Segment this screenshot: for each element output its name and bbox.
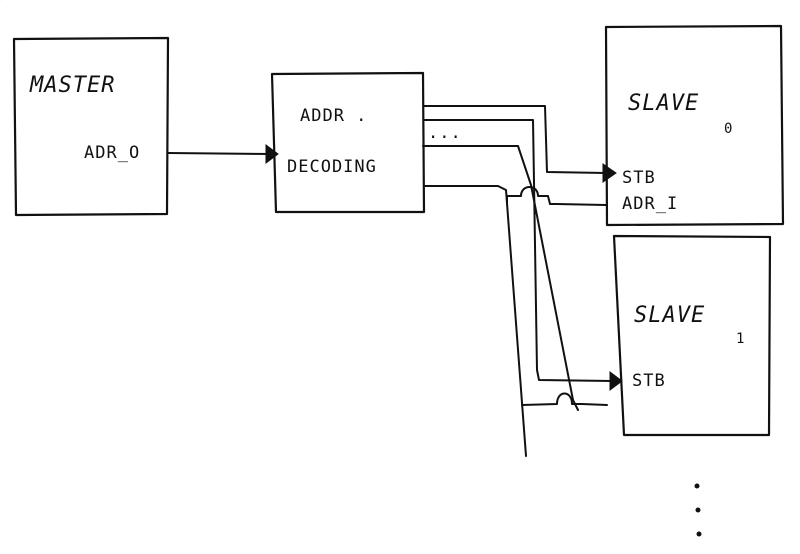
slave0-index: 0 bbox=[724, 121, 732, 137]
master-box bbox=[12, 36, 170, 217]
slave0-box bbox=[604, 24, 785, 227]
extra-stb-wires bbox=[422, 145, 579, 457]
decoder-input-arrow bbox=[265, 144, 279, 164]
slave0-stb-arrow bbox=[602, 163, 617, 183]
slave1-index: 1 bbox=[736, 331, 744, 347]
slave1-stb-arrow bbox=[609, 371, 623, 391]
master-to-decoder-wire bbox=[167, 144, 279, 164]
slave0-title: SLAVE bbox=[628, 91, 699, 116]
slave0-stb-label: STB bbox=[622, 168, 656, 188]
decoder-more-outputs: ... bbox=[428, 123, 462, 143]
slave1-block: SLAVE 1 STB bbox=[612, 234, 772, 437]
slave1-title: SLAVE bbox=[634, 303, 705, 328]
more-slaves-ellipsis: ⋮ bbox=[0, 0, 702, 537]
master-block: MASTER ADR_O bbox=[12, 36, 170, 217]
continuation-symbol: ⋮ bbox=[0, 0, 1, 1]
slave0-block: SLAVE 0 STB ADR_I bbox=[604, 24, 785, 227]
stb1-wire bbox=[423, 119, 623, 391]
master-title: MASTER bbox=[29, 73, 115, 98]
adr0-bus-wire bbox=[506, 186, 607, 206]
master-adr-o-label: ADR_O bbox=[84, 143, 140, 163]
decoder-title-line2: DECODING bbox=[287, 157, 377, 177]
decoder-title-line1: ADDR . bbox=[300, 106, 367, 126]
slave1-box bbox=[612, 234, 772, 437]
decoder-box bbox=[270, 71, 426, 214]
slave1-stb-label: STB bbox=[632, 371, 666, 391]
slave0-adr-i-label: ADR_I bbox=[622, 194, 678, 214]
address-decoder-block: ADDR . DECODING ... bbox=[270, 71, 462, 214]
stb0-wire bbox=[423, 105, 617, 183]
adr1-bus-wire bbox=[521, 392, 608, 406]
